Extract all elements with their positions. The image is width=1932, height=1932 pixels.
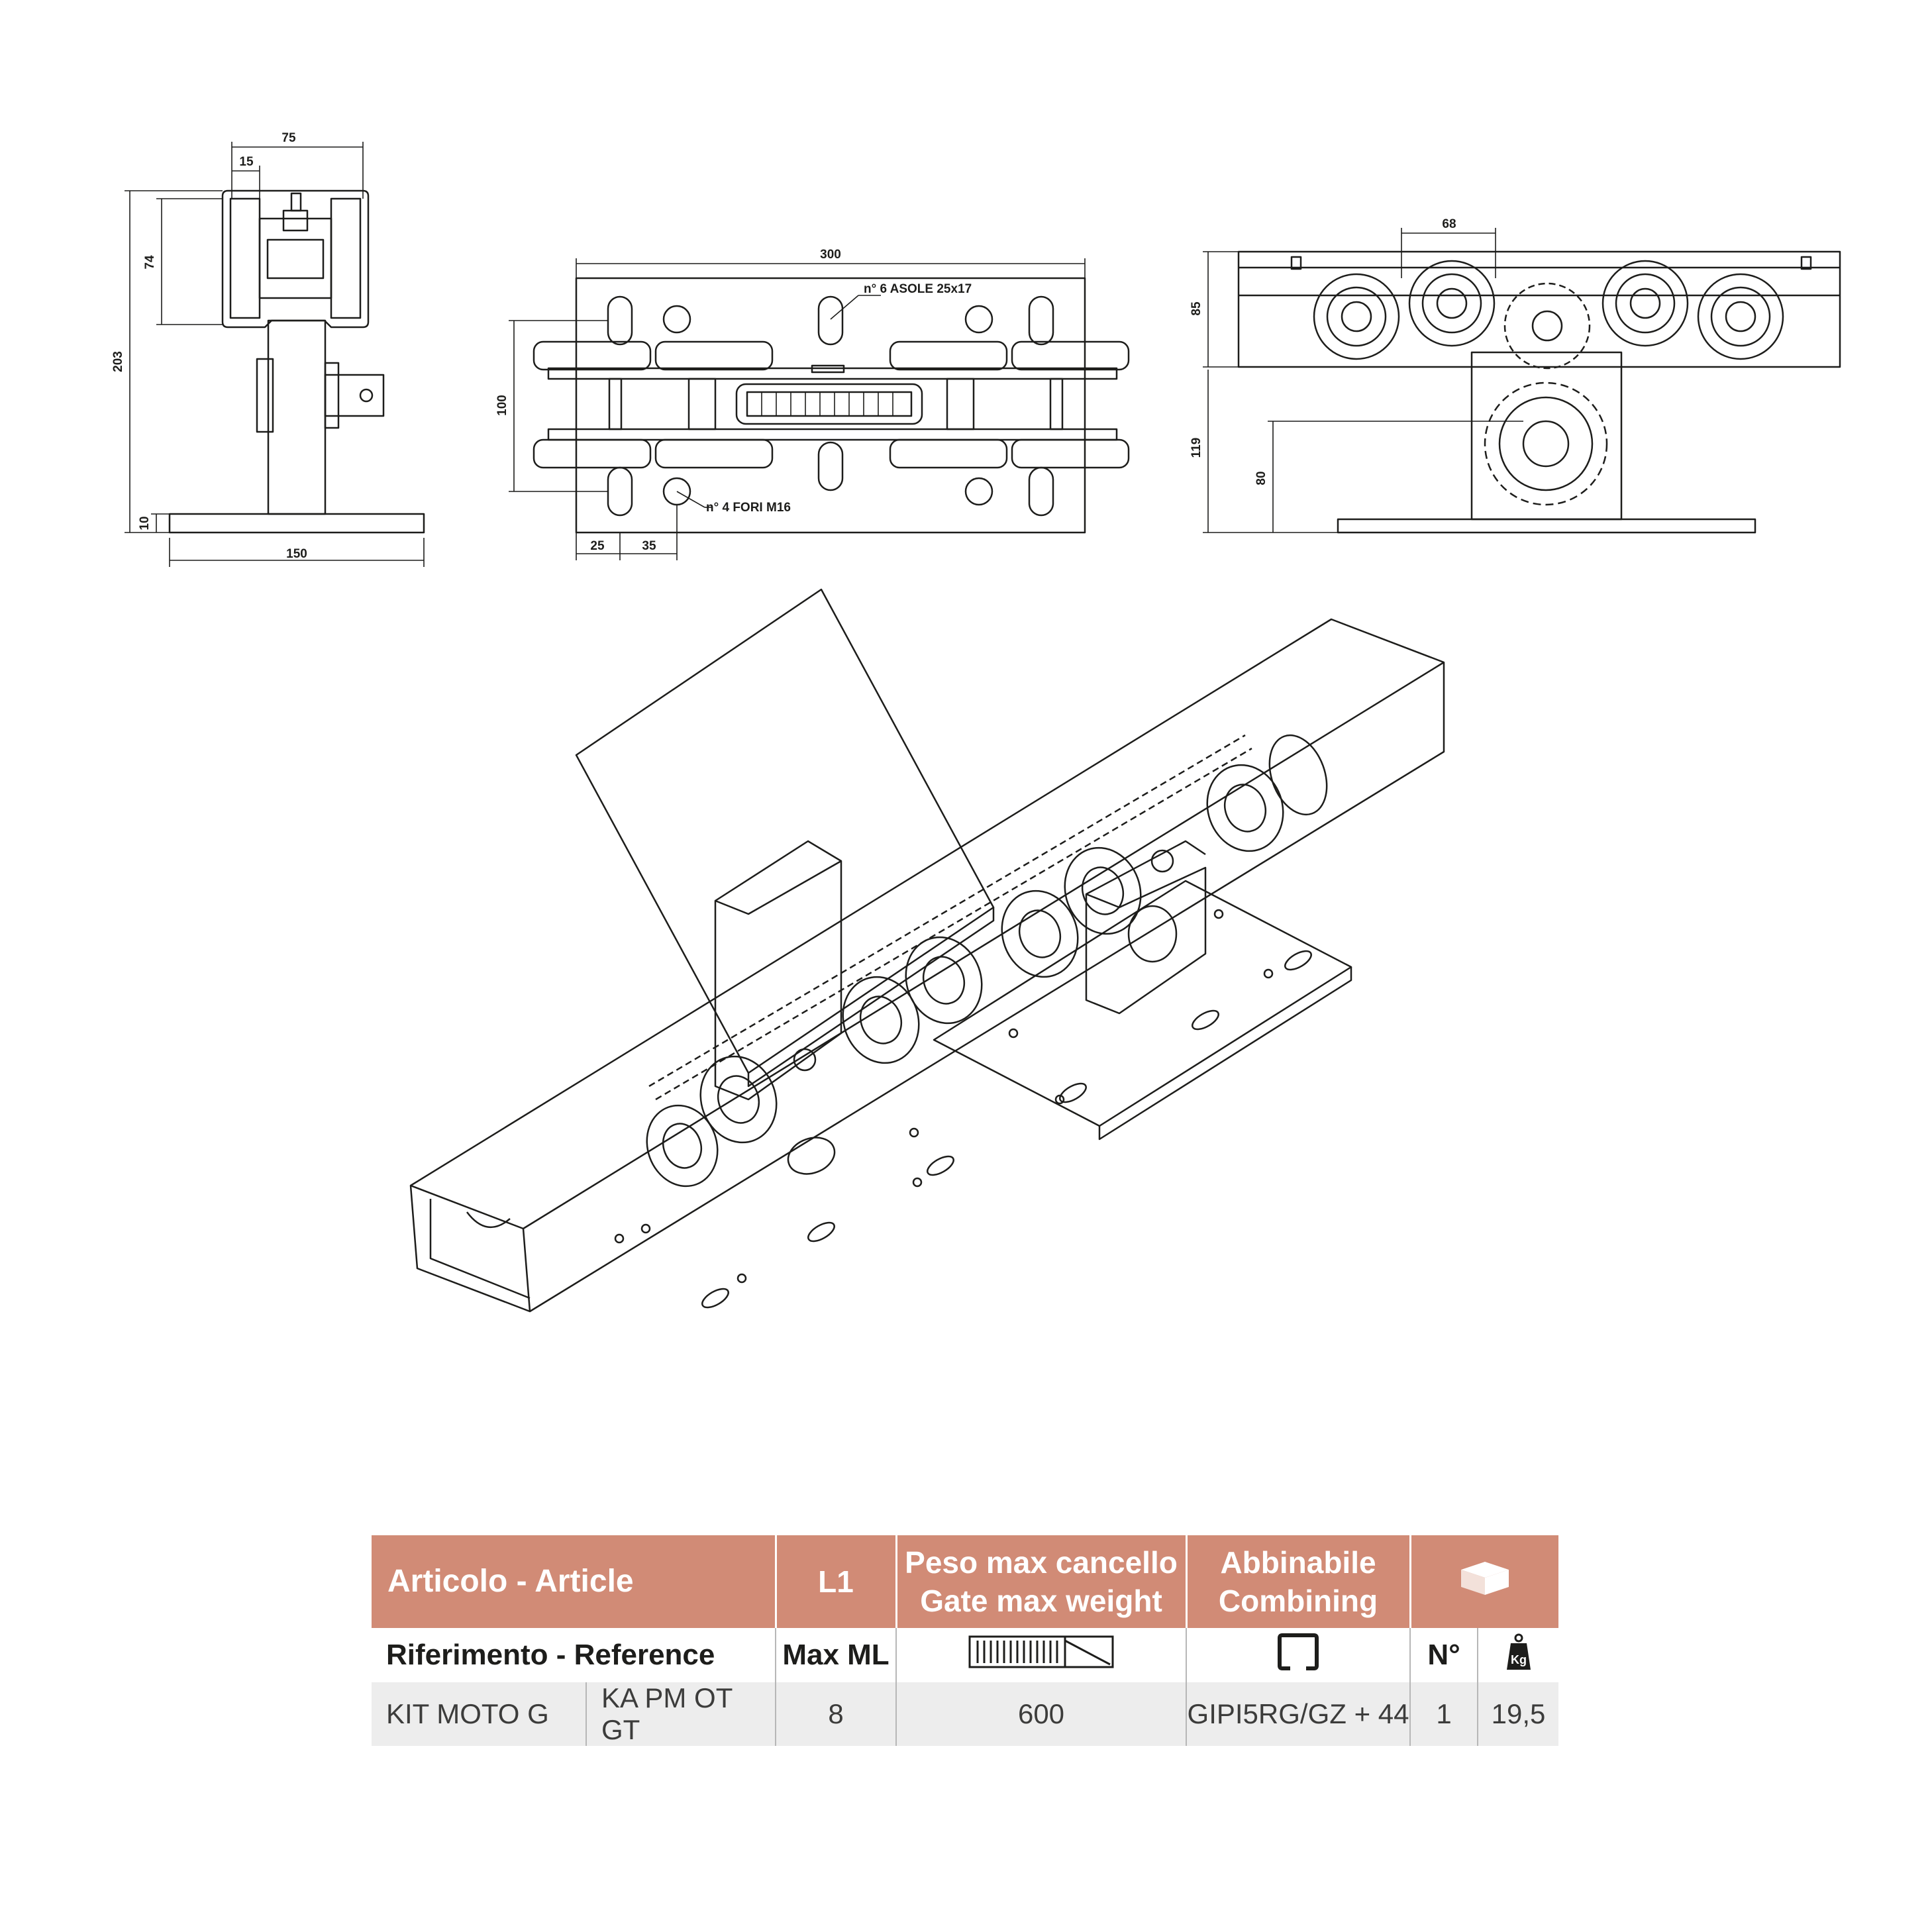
top-view-dimension-lines	[509, 258, 1086, 560]
subheader-kg-icon-cell: Kg	[1478, 1628, 1559, 1682]
dim-base-width: 150	[286, 547, 307, 561]
top-view-rack-teeth	[761, 392, 893, 416]
gate-icon	[968, 1635, 1114, 1668]
dim-front-lower-height: 119	[1190, 438, 1203, 458]
cell-max-weight: 600	[896, 1682, 1188, 1746]
dim-base-thickness: 10	[138, 516, 152, 530]
cell-kg: 19,5	[1478, 1682, 1559, 1746]
cell-article: KIT MOTO G	[372, 1682, 587, 1746]
cell-combining: GIPI5RG/GZ + 44	[1186, 1682, 1411, 1746]
header-max-weight-line2: Gate max weight	[920, 1584, 1162, 1618]
subheader-profile-icon-cell	[1186, 1628, 1411, 1682]
dim-width-top: 75	[281, 131, 296, 145]
holes-note: n° 4 FORI M16	[706, 501, 791, 515]
table-header-row: Articolo - Article L1 Peso max cancello …	[372, 1535, 1559, 1628]
subheader-count: N°	[1410, 1628, 1479, 1682]
front-view-labels: 68 85 119 80	[1190, 217, 1456, 485]
header-combining-line1: Abbinabile	[1220, 1545, 1376, 1580]
side-view-dimension-lines	[125, 142, 425, 567]
subheader-max-ml: Max ML	[776, 1628, 897, 1682]
side-view-labels: 75 15 74 203 10 150	[111, 131, 307, 561]
header-max-weight-line1: Peso max cancello	[905, 1545, 1178, 1580]
top-view-drawing	[533, 277, 1130, 534]
front-view-drawing	[1237, 250, 1841, 534]
header-max-weight: Peso max cancello Gate max weight	[896, 1535, 1188, 1628]
weight-kg-icon: Kg	[1506, 1633, 1531, 1670]
top-view-labels: 300 100 n° 6 ASOLE 25x17 n° 4 FORI M16 2…	[495, 248, 972, 553]
dim-upper-height: 74	[143, 255, 157, 270]
header-package	[1410, 1535, 1559, 1628]
front-view-dimension-lines	[1203, 228, 1523, 533]
dim-offset-1: 25	[590, 539, 605, 553]
slots-note: n° 6 ASOLE 25x17	[864, 282, 972, 296]
header-l1: L1	[776, 1535, 897, 1628]
header-article: Articolo - Article	[372, 1535, 777, 1628]
dim-plate-width: 100	[495, 395, 509, 416]
spec-table: Articolo - Article L1 Peso max cancello …	[372, 1535, 1559, 1746]
subheader-gate-icon-cell	[896, 1628, 1188, 1682]
dim-length: 300	[820, 248, 841, 262]
isometric-view-drawing	[409, 588, 1445, 1313]
dim-total-height: 203	[111, 351, 125, 372]
profile-section-icon	[1278, 1633, 1319, 1670]
dim-wheel-width: 15	[239, 155, 254, 169]
side-view-drawing	[168, 189, 425, 534]
header-combining: Abbinabile Combining	[1186, 1535, 1411, 1628]
cell-l1: 8	[776, 1682, 897, 1746]
dim-front-upper-height: 85	[1190, 301, 1203, 316]
kg-icon-label: Kg	[1511, 1653, 1527, 1666]
cell-count: 1	[1410, 1682, 1479, 1746]
dim-shaft-height: 80	[1254, 471, 1268, 485]
cell-reference: KA PM OT GT	[586, 1682, 777, 1746]
table-row: KIT MOTO G KA PM OT GT 8 600 GIPI5RG/GZ …	[372, 1682, 1559, 1746]
subheader-reference: Riferimento - Reference	[372, 1628, 777, 1682]
dim-offset-2: 35	[642, 539, 656, 553]
box-icon	[1460, 1561, 1509, 1595]
header-combining-line2: Combining	[1218, 1584, 1378, 1618]
table-subheader-row: Riferimento - Reference Max ML	[372, 1628, 1559, 1682]
dim-wheel-pitch: 68	[1442, 217, 1456, 231]
